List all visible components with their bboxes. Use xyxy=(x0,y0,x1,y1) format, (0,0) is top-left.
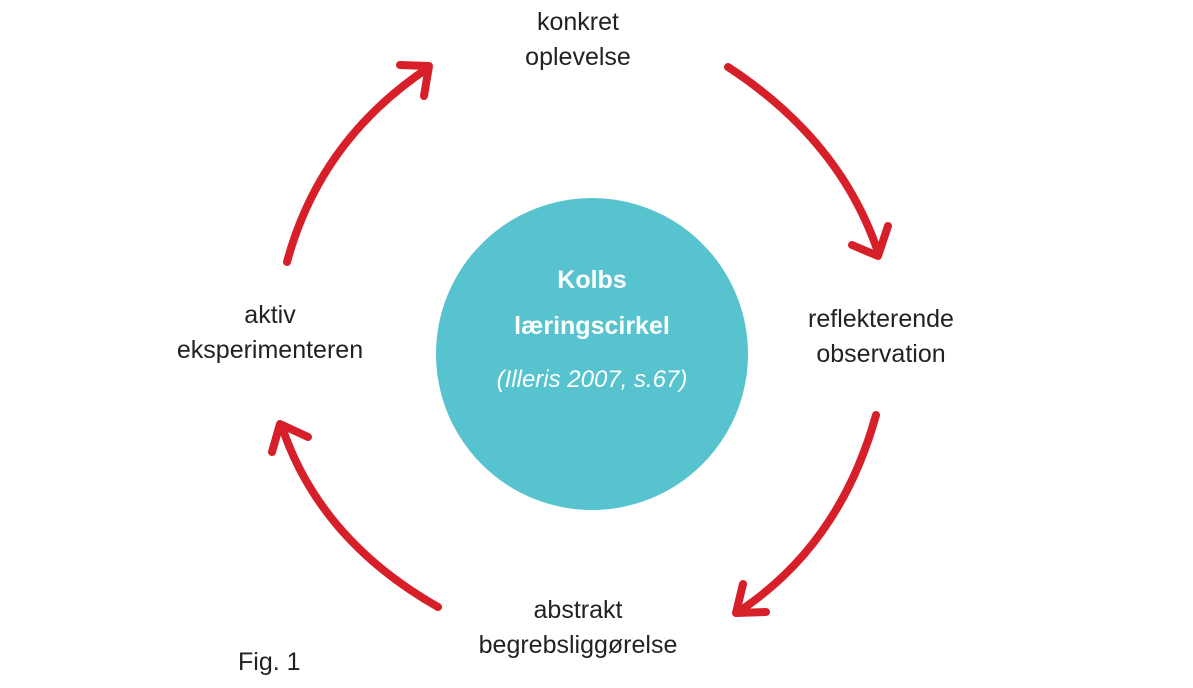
center-title-line1: Kolbs xyxy=(557,266,627,294)
center-circle: Kolbs læringscirkel (Illeris 2007, s.67) xyxy=(436,198,748,510)
stage-bottom-line1: abstrakt xyxy=(533,596,623,624)
center-citation: (Illeris 2007, s.67) xyxy=(496,366,688,393)
arrow-top-right-shaft xyxy=(724,63,882,256)
stage-active-experimentation: aktiv eksperimenteren xyxy=(155,298,385,368)
arrow-bottom-left-shaft xyxy=(278,423,442,611)
arrow-top-right-head xyxy=(848,222,892,260)
stage-left-line1: aktiv xyxy=(244,301,296,329)
stage-concrete-experience: konkret oplevelse xyxy=(478,5,678,75)
arrow-top-left-shaft xyxy=(283,64,432,266)
stage-top-line1: konkret xyxy=(537,8,619,36)
arrow-top-left xyxy=(283,61,433,266)
arrow-top-left-head xyxy=(396,61,433,100)
arrow-bottom-left-head xyxy=(268,420,312,456)
stage-reflective-observation: reflekterende observation xyxy=(780,302,982,372)
stage-right-line2: observation xyxy=(816,340,946,368)
stage-bottom-line2: begrebsliggørelse xyxy=(478,631,678,659)
arrow-bottom-left xyxy=(268,420,442,611)
stage-right-line1: reflekterende xyxy=(808,305,954,333)
arrow-bottom-right xyxy=(732,411,880,617)
arrow-bottom-right-head xyxy=(732,580,770,617)
figure-caption: Fig. 1 xyxy=(238,648,301,676)
center-title-line2: læringscirkel xyxy=(514,312,670,340)
arrow-bottom-right-shaft xyxy=(734,411,880,616)
arrow-top-right xyxy=(724,63,892,260)
stage-top-line2: oplevelse xyxy=(525,43,631,71)
stage-abstract-conceptualization: abstrakt begrebsliggørelse xyxy=(448,593,708,663)
stage-left-line2: eksperimenteren xyxy=(176,336,364,364)
